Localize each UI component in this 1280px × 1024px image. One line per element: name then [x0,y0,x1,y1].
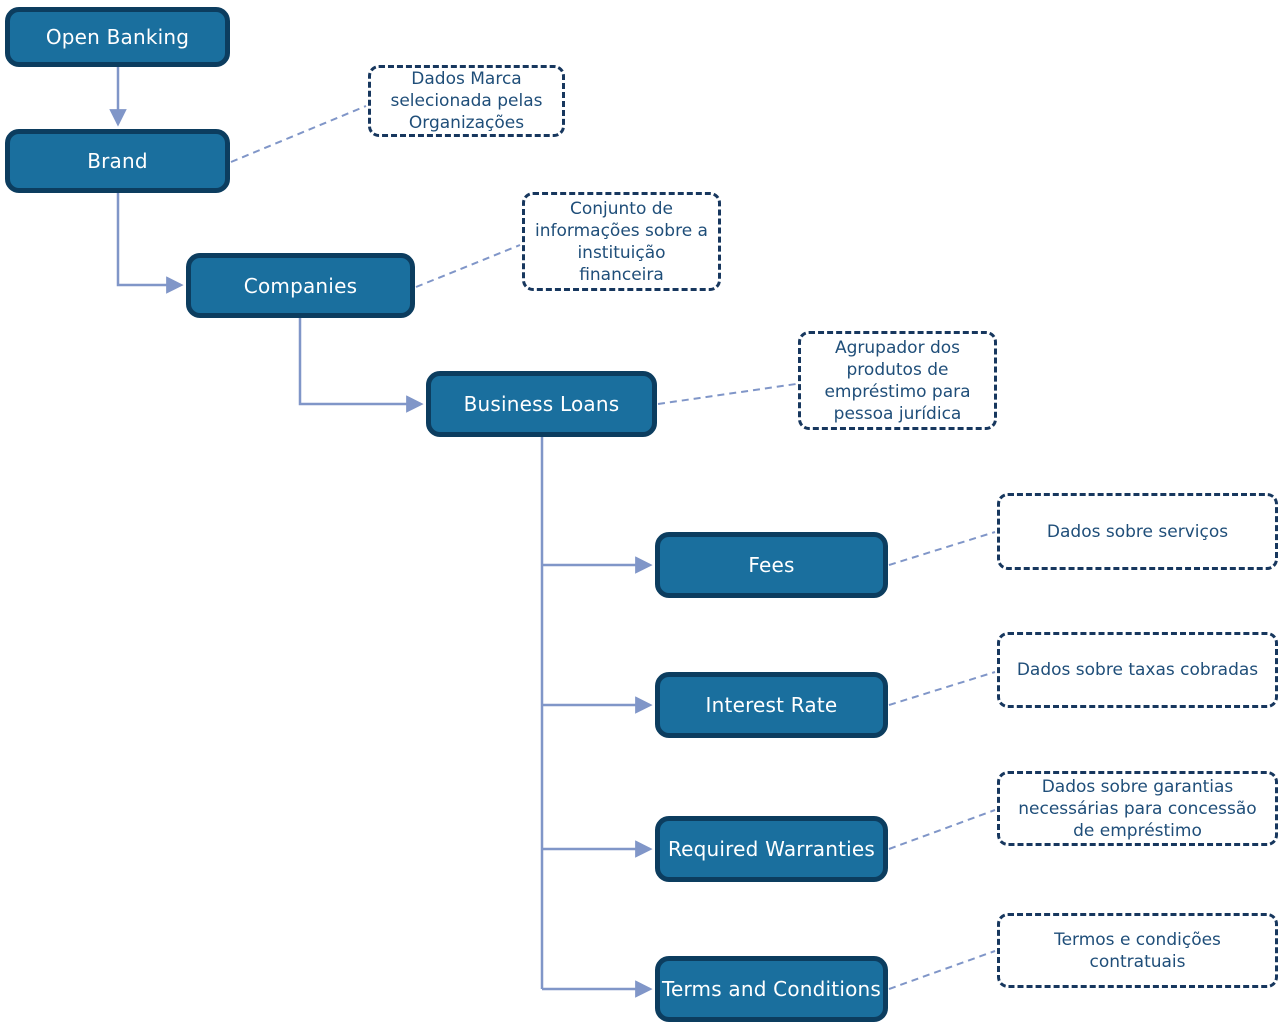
note-business-loans: Agrupador dos produtos de empréstimo par… [798,331,997,430]
dashed-link-brand-note [230,105,367,163]
note-terms-and-conditions-text: Termos e condições contratuais [1054,929,1221,972]
dashed-link-interest-rate-note [888,671,996,706]
node-terms-and-conditions: Terms and Conditions [655,956,888,1022]
note-brand: Dados Marca selecionada pelas Organizaçõ… [368,65,565,137]
node-companies: Companies [186,253,415,318]
dashed-link-terms-and-conditions-note [888,950,996,990]
node-brand: Brand [5,129,230,193]
dashed-link-fees-note [888,531,996,566]
note-terms-and-conditions: Termos e condições contratuais [997,913,1278,988]
note-required-warranties-text: Dados sobre garantias necessárias para c… [1018,776,1257,841]
node-required-warranties-label: Required Warranties [667,837,876,861]
node-interest-rate: Interest Rate [655,672,888,738]
note-fees: Dados sobre serviços [997,493,1278,570]
node-fees: Fees [655,532,888,598]
node-open-banking-label: Open Banking [45,25,190,49]
note-interest-rate: Dados sobre taxas cobradas [997,632,1278,708]
dashed-link-required-warranties-note [888,809,996,850]
node-interest-rate-label: Interest Rate [705,693,838,717]
note-fees-text: Dados sobre serviços [1046,521,1229,542]
note-brand-text: Dados Marca selecionada pelas Organizaçõ… [390,69,543,133]
note-companies-text: Conjunto de informações sobre a institui… [535,198,708,285]
arrow-companies-to-business-loans [298,318,424,413]
note-companies: Conjunto de informações sobre a institui… [522,192,721,291]
node-companies-label: Companies [243,273,358,298]
node-brand-label: Brand [87,149,148,173]
note-business-loans-text: Agrupador dos produtos de empréstimo par… [824,337,971,424]
note-required-warranties: Dados sobre garantias necessárias para c… [997,771,1278,846]
node-business-loans: Business Loans [426,371,657,437]
node-terms-and-conditions-label: Terms and Conditions [661,977,882,1001]
note-interest-rate-text: Dados sobre taxas cobradas [1016,660,1259,680]
arrow-brand-to-companies [116,193,184,294]
node-business-loans-label: Business Loans [463,392,620,416]
node-fees-label: Fees [748,553,795,577]
dashed-link-companies-note [415,244,521,288]
node-open-banking: Open Banking [5,7,230,67]
dashed-link-business-loans-note [657,383,797,405]
node-required-warranties: Required Warranties [655,816,888,882]
